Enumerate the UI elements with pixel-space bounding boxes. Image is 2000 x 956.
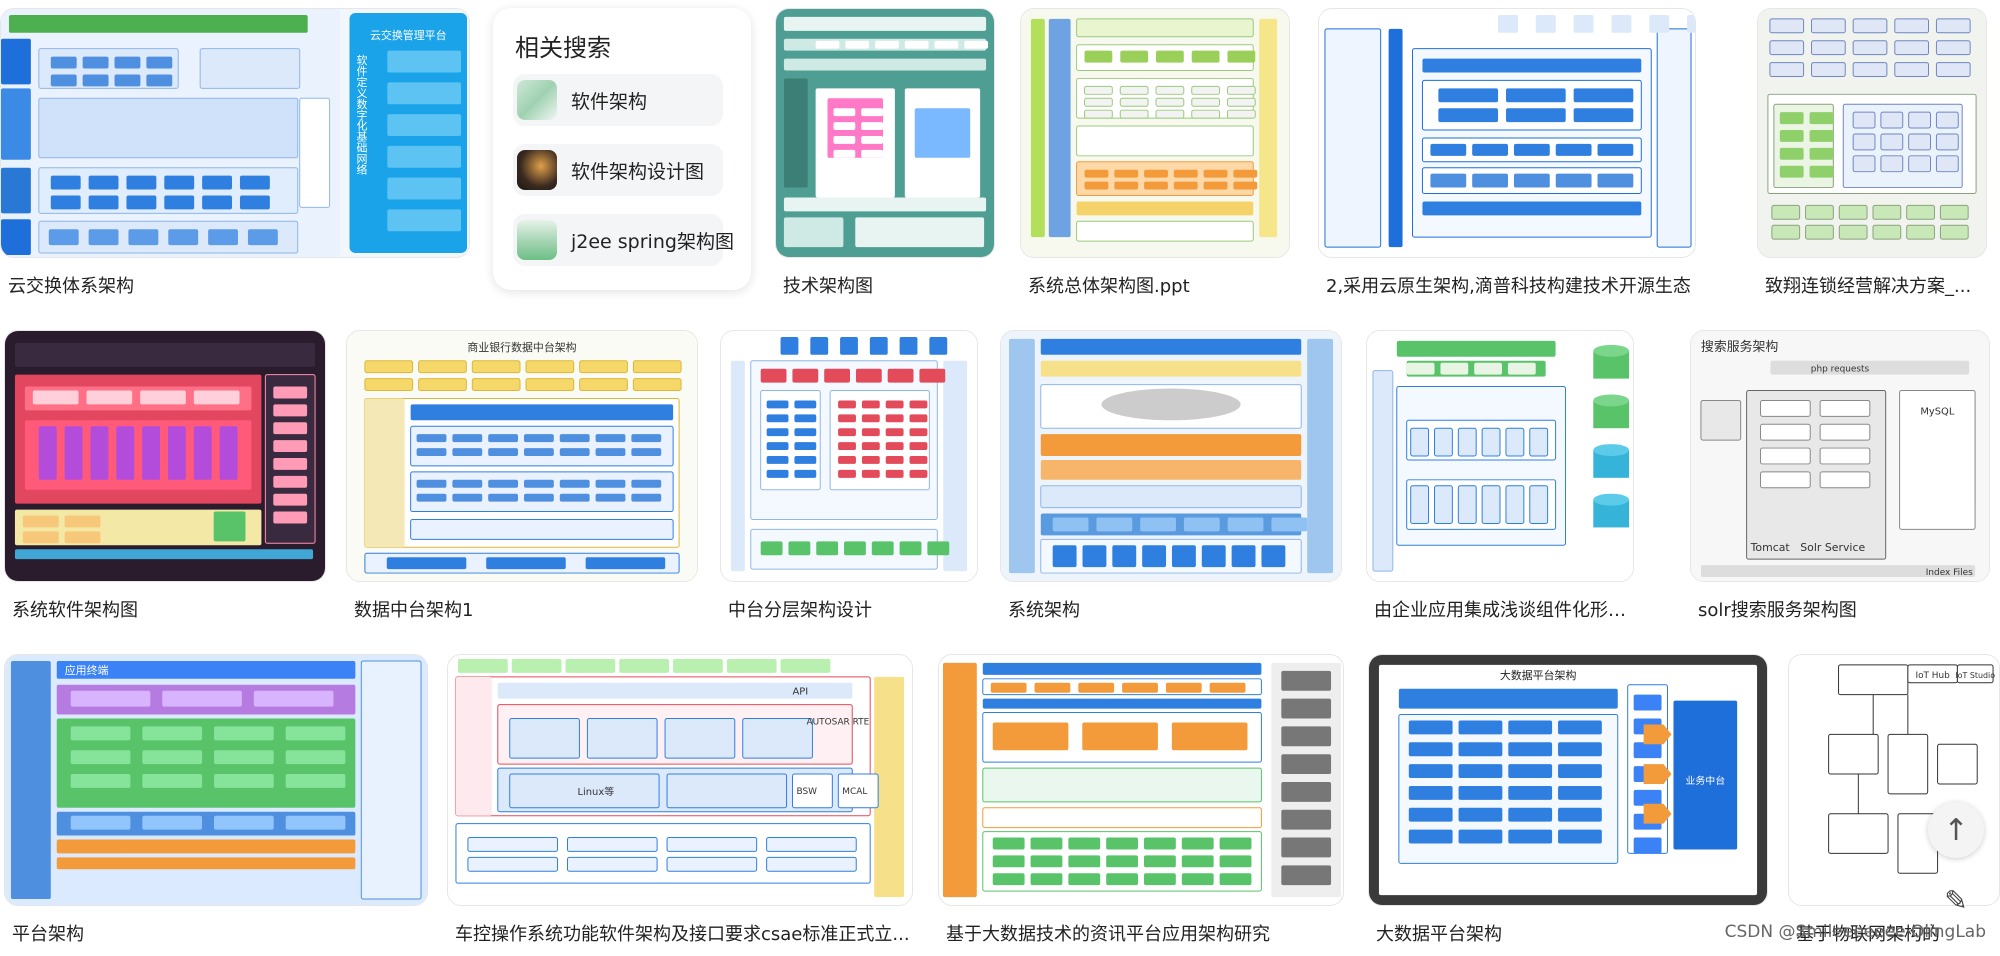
thumb-text: API	[793, 687, 809, 698]
result-thumbnail[interactable]: 应用终端	[4, 654, 428, 906]
related-thumb	[517, 150, 557, 190]
result-card-system-arch[interactable]: 系统架构	[1000, 330, 1342, 632]
thumb-text: AUTOSAR RTE	[806, 717, 869, 727]
result-thumbnail[interactable]	[938, 654, 1344, 906]
result-caption[interactable]: 基于大数据技术的资讯平台应用架构研究	[946, 920, 1270, 946]
edit-button[interactable]: ✎	[1936, 880, 1976, 920]
result-caption[interactable]: solr搜索服务架构图	[1698, 596, 1857, 622]
result-card-bigdata-platform[interactable]: 大数据平台架构业务中台大数据平台架构	[1368, 654, 1768, 956]
thumb-text: 业务中台	[1685, 774, 1725, 787]
result-caption[interactable]: 平台架构	[12, 920, 84, 946]
diagram-preview	[1319, 9, 1695, 257]
thumb-text: Solr Service	[1800, 541, 1865, 554]
result-card-enterprise-integration[interactable]: 由企业应用集成浅谈组件化形式的...	[1366, 330, 1634, 632]
diagram-preview	[5, 331, 325, 581]
related-search-card: 相关搜索 软件架构 软件架构设计图 j2ee spring架构图	[493, 8, 751, 290]
thumb-text: Tomcat	[1750, 541, 1791, 554]
diagram-preview	[776, 9, 994, 257]
result-card-middle-layer[interactable]: 中台分层架构设计	[720, 330, 978, 632]
result-card-zhixiang-chain[interactable]: 致翔连锁经营解决方案_...	[1757, 8, 1987, 308]
thumb-text: 商业银行数据中台架构	[467, 340, 576, 354]
result-caption[interactable]: 系统总体架构图.ppt	[1028, 272, 1190, 298]
diagram-preview	[939, 655, 1343, 905]
result-caption[interactable]: 数据中台架构1	[354, 596, 473, 622]
result-card-cloud-native[interactable]: 2,采用云原生架构,滴普科技构建技术开源生态	[1318, 8, 1696, 308]
result-card-tech-architecture[interactable]: 技术架构图	[775, 8, 995, 308]
related-search-title: 相关搜索	[515, 28, 611, 63]
pen-icon: ✎	[1944, 884, 1967, 917]
result-caption[interactable]: 技术架构图	[783, 272, 873, 298]
result-card-vehicle-control[interactable]: API Linux等 AUTOSAR RTE BSW MCAL 车控操作系统功能软件架构及…	[447, 654, 913, 956]
result-thumbnail[interactable]	[1366, 330, 1634, 582]
thumb-text: Linux等	[577, 785, 614, 798]
result-card-system-overall[interactable]: 系统总体架构图.ppt	[1020, 8, 1290, 308]
thumb-text: IoT Hub	[1915, 671, 1950, 681]
thumb-text: IoT Studio	[1955, 671, 1995, 680]
result-caption[interactable]: 系统架构	[1008, 596, 1080, 622]
thumb-text: php requests	[1811, 365, 1870, 375]
diagram-preview	[1021, 9, 1289, 257]
result-card-system-software[interactable]: 系统软件架构图	[4, 330, 326, 632]
related-thumb	[517, 220, 557, 260]
result-caption[interactable]: 系统软件架构图	[12, 596, 138, 622]
diagram-preview	[1367, 331, 1633, 581]
scroll-to-top-button[interactable]: ↑	[1928, 802, 1984, 858]
result-thumbnail[interactable]	[720, 330, 978, 582]
result-caption[interactable]: 车控操作系统功能软件架构及接口要求csae标准正式立...	[455, 920, 910, 946]
result-card-platform-arch[interactable]: 应用终端平台架构	[4, 654, 428, 956]
thumb-text: 大数据平台架构	[1500, 668, 1577, 682]
watermark: CSDN @Smileeeeeee·OlingLab	[1725, 922, 1986, 942]
thumb-text: Index Files	[1926, 568, 1973, 578]
diagram-preview	[721, 331, 977, 581]
result-caption[interactable]: 由企业应用集成浅谈组件化形式的...	[1374, 596, 1632, 622]
diagram-preview: IoT Hub IoT Studio	[1789, 655, 1999, 905]
result-thumbnail[interactable]: 大数据平台架构业务中台	[1368, 654, 1768, 906]
result-thumbnail[interactable]	[775, 8, 995, 258]
result-caption[interactable]: 2,采用云原生架构,滴普科技构建技术开源生态	[1326, 272, 1691, 298]
result-caption[interactable]: 致翔连锁经营解决方案_...	[1765, 272, 1971, 298]
result-card-bigdata-news[interactable]: 基于大数据技术的资讯平台应用架构研究	[938, 654, 1344, 956]
thumb-text: 软件定义数字化基础网络	[355, 53, 368, 174]
related-item-label: j2ee spring架构图	[571, 227, 734, 254]
result-caption[interactable]: 大数据平台架构	[1376, 920, 1502, 946]
arrow-up-icon: ↑	[1943, 813, 1968, 848]
thumb-text: BSW	[796, 787, 817, 797]
result-thumbnail[interactable]	[1757, 8, 1987, 258]
result-caption[interactable]: 云交换体系架构	[8, 272, 134, 298]
result-thumbnail[interactable]: API Linux等 AUTOSAR RTE BSW MCAL	[447, 654, 913, 906]
diagram-preview: 应用终端	[5, 655, 427, 905]
related-item-label: 软件架构	[571, 87, 647, 114]
thumb-text: 应用终端	[65, 663, 109, 677]
result-thumbnail[interactable]	[1318, 8, 1696, 258]
related-item-j2ee-spring[interactable]: j2ee spring架构图	[513, 214, 723, 266]
thumb-text: MCAL	[842, 787, 867, 797]
related-item-software-architecture-design[interactable]: 软件架构设计图	[513, 144, 723, 196]
result-card-cloud-exchange[interactable]: 云交换管理平台软件定义数字化基础网络云交换体系架构	[0, 8, 470, 308]
result-thumbnail[interactable]	[4, 330, 326, 582]
thumb-text: 云交换管理平台	[370, 28, 447, 42]
thumb-text: 搜索服务架构	[1701, 339, 1779, 355]
related-item-software-architecture[interactable]: 软件架构	[513, 74, 723, 126]
result-thumbnail[interactable]	[1020, 8, 1290, 258]
diagram-preview: 商业银行数据中台架构	[347, 331, 697, 581]
result-thumbnail[interactable]: IoT Hub IoT Studio	[1788, 654, 2000, 906]
result-thumbnail[interactable]	[1000, 330, 1342, 582]
thumb-text: MySQL	[1920, 406, 1955, 417]
result-caption[interactable]: 中台分层架构设计	[728, 596, 872, 622]
related-item-label: 软件架构设计图	[571, 157, 704, 184]
diagram-preview	[1001, 331, 1341, 581]
diagram-preview	[1758, 9, 1986, 257]
diagram-preview: API Linux等 AUTOSAR RTE BSW MCAL	[448, 655, 912, 905]
result-card-data-middle[interactable]: 商业银行数据中台架构数据中台架构1	[346, 330, 698, 632]
result-thumbnail[interactable]: 商业银行数据中台架构	[346, 330, 698, 582]
result-thumbnail[interactable]: 云交换管理平台软件定义数字化基础网络	[0, 8, 470, 258]
related-thumb	[517, 80, 557, 120]
